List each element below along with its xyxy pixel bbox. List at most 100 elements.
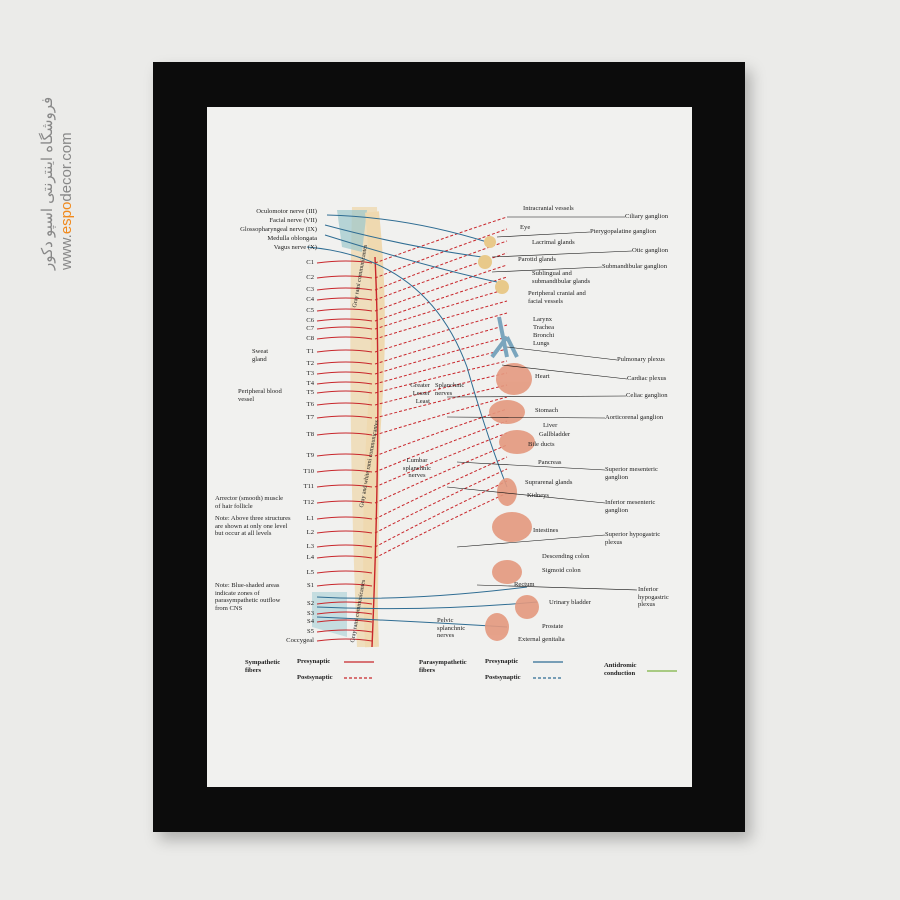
segment-label: T9: [306, 452, 314, 459]
spinal-nerve: [316, 583, 373, 587]
segment-label: T7: [306, 414, 314, 421]
organ-label: Intestines: [533, 527, 559, 534]
postganglionic-fiber: [374, 276, 508, 322]
segment-label: T6: [306, 401, 314, 408]
pelvic-splanchnic-label: Pelvic splanchnic nerves: [437, 617, 466, 639]
postganglionic-fiber: [374, 444, 508, 504]
segment-label: T10: [303, 468, 314, 475]
spinal-nerve: [316, 275, 373, 279]
ganglion-label: Inferior mesenteric ganglion: [605, 499, 656, 514]
sympathetic-trunk: [371, 256, 379, 648]
organ-label: Prostate: [542, 623, 564, 630]
postganglionic-fiber: [374, 492, 508, 559]
ganglion-label: Celiac ganglion: [626, 392, 668, 399]
postganglionic-fiber: [374, 312, 508, 353]
cranial-label: Vagus nerve (X): [273, 244, 317, 251]
postganglionic-fiber: [374, 396, 508, 436]
postganglionic-fiber: [374, 468, 508, 534]
spinal-nerve: [316, 415, 373, 419]
segment-label: L3: [306, 543, 314, 550]
organ-label: Liver: [543, 422, 558, 429]
spinal-nerve: [316, 349, 373, 353]
organ-label: Trachea: [533, 324, 554, 331]
ganglion-label: Ciliary ganglion: [625, 213, 669, 220]
ganglion-label: Superior hypogastric plexus: [605, 531, 661, 546]
spinal-nerve: [316, 390, 373, 394]
postganglionic-fiber: [374, 420, 508, 473]
organ-label: Kidneys: [527, 492, 549, 499]
postganglionic-fiber: [374, 372, 508, 406]
spinal-nerve: [316, 500, 373, 504]
ganglion-label: Aorticorenal ganglion: [605, 414, 664, 421]
legend-symp-pre: Presynaptic: [297, 658, 331, 665]
organ-label: Pancreas: [538, 459, 562, 466]
organ-label: Gallbladder: [539, 431, 571, 438]
least-label: Least: [415, 398, 430, 405]
segment-label: C4: [306, 296, 314, 303]
spinal-nerve: [316, 402, 373, 406]
lumbar-splanchnic-label: Lumbar splanchnic nerves: [402, 457, 432, 479]
organ-label: Bronchi: [533, 332, 555, 339]
legend-para-post: Postsynaptic: [485, 674, 521, 681]
organ-label: Suprarenal glands: [525, 479, 573, 486]
cranial-label: Glossopharyngeal nerve (IX): [240, 226, 317, 233]
postganglionic-fiber: [374, 480, 508, 548]
postganglionic-fiber: [374, 216, 508, 264]
legend-parasympathetic: Parasympathetic fibers: [419, 659, 467, 674]
spinal-nerve: [316, 297, 373, 301]
spinal-nerve: [316, 530, 373, 534]
segment-label: T1: [306, 348, 314, 355]
segment-label: S2: [307, 600, 314, 607]
organ-label: Parotid glands: [518, 256, 556, 263]
organ-label: Lungs: [533, 340, 550, 347]
legend-symp-post: Postsynaptic: [297, 674, 333, 681]
segment-label: T4: [306, 380, 314, 387]
legend-sympathetic: Sympathetic fibers: [245, 659, 281, 674]
postganglionic-fiber: [374, 300, 508, 340]
spinal-nerve: [316, 371, 373, 375]
spinal-nerve: [316, 601, 373, 605]
segment-label: C2: [306, 274, 314, 281]
legend-para-pre: Presynaptic: [485, 658, 519, 665]
ganglion-label: Pulmonary plexus: [617, 356, 665, 363]
segment-label: L4: [306, 554, 314, 561]
ganglion-label: Pterygopalatine ganglion: [590, 228, 657, 235]
segment-label: T2: [306, 360, 314, 367]
legend-antidromic: Antidromic conduction: [604, 662, 637, 677]
greater-label: Greater: [410, 382, 430, 389]
postganglionic-fiber: [374, 336, 508, 375]
organ-label: External genitalia: [518, 636, 565, 643]
postganglionic-fiber: [374, 228, 508, 279]
cranial-label: Medulla oblongata: [267, 235, 317, 242]
organ-label: Descending colon: [542, 553, 590, 560]
spinal-nerve: [316, 361, 373, 365]
organ-label: Eye: [520, 224, 531, 231]
segment-label: C1: [306, 259, 314, 266]
postganglionic-fiber: [374, 348, 508, 385]
splanchnic-label: Splanchnic nerves: [435, 382, 465, 397]
watermark-url: www.espodecor.com: [58, 132, 75, 270]
cranial-label: Facial nerve (VII): [269, 217, 317, 224]
spinal-nerve: [316, 260, 373, 264]
blood-vessel-label: Peripheral blood vessel: [238, 388, 282, 403]
segment-label: T8: [306, 431, 314, 438]
spinal-nerve: [316, 432, 373, 436]
organ-label: Sigmoid colon: [542, 567, 581, 574]
spinal-nerve: [316, 318, 373, 322]
segment-label: L2: [306, 529, 314, 536]
nerve-diagram: [306, 207, 677, 679]
postganglionic-fiber: [374, 252, 508, 301]
postganglionic-fiber: [374, 384, 508, 419]
spinal-nerve: [316, 381, 373, 385]
ganglion-label: Superior mesenteric ganglion: [605, 466, 658, 481]
segment-label: T5: [306, 389, 314, 396]
spinal-nerve: [316, 570, 373, 574]
postganglionic-fiber: [374, 240, 508, 291]
lesser-label: Lesser: [412, 390, 430, 397]
ganglion-label: Submandibular ganglion: [602, 263, 668, 270]
segment-label: T3: [306, 370, 314, 377]
segment-label: S1: [307, 582, 314, 589]
spinal-nerve: [316, 287, 373, 291]
spinal-nerve: [316, 516, 373, 520]
note-three-structures: Note: Above three structures are shown a…: [215, 515, 291, 537]
